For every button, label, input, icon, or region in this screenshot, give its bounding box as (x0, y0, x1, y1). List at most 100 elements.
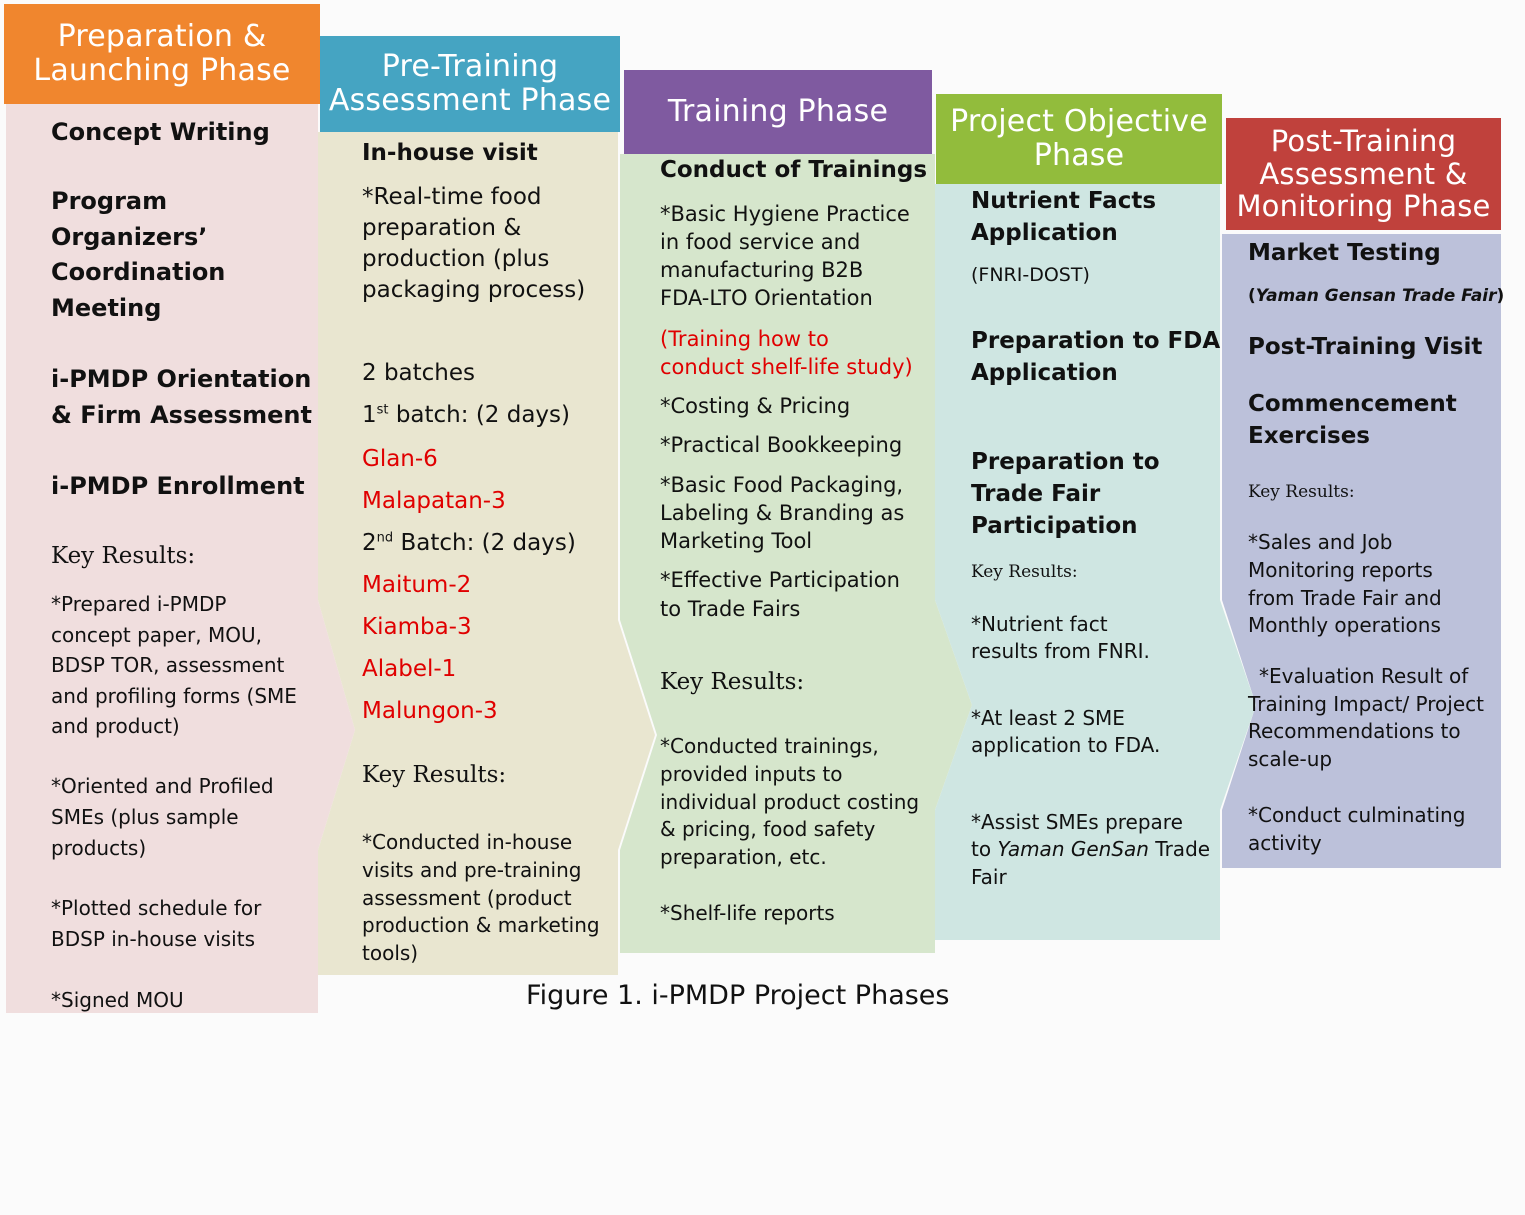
result-line: *Oriented and Profiled (51, 774, 274, 798)
result-line: individual product costing (660, 790, 920, 814)
result-line: application to FDA. (971, 733, 1161, 757)
header-line: Launching Phase (33, 53, 291, 88)
batch-duration: batch: (2 days) (388, 402, 570, 428)
trade-fair-preparation: Trade Fair (971, 481, 1101, 507)
second-batch: 2nd Batch: (2 days) (362, 530, 576, 556)
conduct-of-trainings: Conduct of Trainings (660, 157, 928, 183)
result-line: from Trade Fair and (1248, 586, 1442, 610)
ordinal: 1 (362, 402, 377, 428)
result-line: to Yaman GenSan Trade (971, 837, 1210, 861)
result-line: *Conducted in-house (362, 830, 573, 854)
text-part: to (971, 837, 998, 861)
program-organizers-line: Organizers’ (51, 223, 208, 251)
training-line: to Trade Fairs (660, 597, 801, 621)
training-line: Marketing Tool (660, 529, 813, 553)
orientation-line: i-PMDP Orientation (51, 365, 312, 393)
header-line: Preparation & (57, 19, 267, 55)
result-line: & pricing, food safety (660, 817, 876, 841)
paren: ( (1248, 286, 1256, 306)
result-line: production & marketing (362, 913, 600, 937)
location-alabel: Alabel-1 (362, 656, 457, 682)
commencement-exercises: Commencement (1248, 391, 1457, 417)
result-line: Monitoring reports (1248, 558, 1433, 582)
nutrient-facts: Application (971, 220, 1118, 246)
nutrient-facts: Nutrient Facts (971, 188, 1157, 214)
post-training-phase-header: Post-Training Assessment & Monitoring Ph… (1226, 118, 1501, 230)
enrollment: i-PMDP Enrollment (51, 472, 305, 500)
result-line: provided inputs to (660, 762, 843, 786)
trade-fair-name: Yaman Gensan Trade Fair (1255, 286, 1497, 306)
header-line: Monitoring Phase (1236, 189, 1491, 224)
result-line: *Signed MOU (51, 988, 184, 1012)
result-line: concept paper, MOU, (51, 623, 262, 647)
shelf-life-training: (Training how to (660, 327, 829, 351)
trade-fair-preparation: Participation (971, 513, 1138, 539)
training-body (620, 154, 972, 953)
figure-caption: Figure 1. i-PMDP Project Phases (526, 980, 950, 1011)
result-line: activity (1248, 831, 1322, 855)
training-line: *Effective Participation (660, 568, 900, 592)
location-malapatan: Malapatan-3 (362, 488, 506, 514)
first-batch: 1st batch: (2 days) (362, 402, 570, 428)
result-line: tools) (362, 941, 419, 965)
program-organizers-line: Program (51, 187, 168, 215)
result-line: *Sales and Job (1248, 530, 1393, 554)
result-line: BDSP TOR, assessment (51, 653, 285, 677)
project-objective-body (935, 184, 1256, 940)
training-line: Labeling & Branding as (660, 501, 905, 525)
activity-line: preparation & (362, 215, 522, 241)
key-results-label: Key Results: (660, 669, 805, 695)
location-glan: Glan-6 (362, 446, 438, 472)
market-testing: Market Testing (1248, 240, 1441, 266)
program-organizers-line: Meeting (51, 294, 162, 322)
result-line: *Prepared i-PMDP (51, 592, 227, 616)
trade-fair-note: (Yaman Gensan Trade Fair) (1248, 286, 1504, 306)
header-line: Post-Training (1270, 124, 1457, 159)
result-line: results from FNRI. (971, 639, 1150, 663)
training-line: manufacturing B2B (660, 258, 864, 282)
result-line: products) (51, 836, 147, 860)
concept-writing: Concept Writing (51, 118, 270, 146)
result-line: *Nutrient fact (971, 612, 1108, 636)
ordinal: 2 (362, 530, 377, 556)
header-line: Assessment Phase (328, 83, 612, 118)
training-line: *Practical Bookkeeping (660, 433, 903, 457)
activity-line: packaging process) (362, 277, 586, 303)
training-line: *Basic Hygiene Practice (660, 202, 910, 226)
trade-fair-preparation: Preparation to (971, 449, 1160, 475)
in-house-visit: In-house visit (362, 140, 538, 166)
batches-count: 2 batches (362, 360, 476, 386)
result-line: Recommendations to (1248, 719, 1461, 743)
fnri-dost: (FNRI-DOST) (971, 264, 1090, 286)
result-line: *Conduct culminating (1248, 803, 1466, 827)
paren: ) (1496, 286, 1505, 306)
result-line: visits and pre-training (362, 858, 582, 882)
commencement-exercises: Exercises (1248, 423, 1370, 449)
post-training-visit: Post-Training Visit (1248, 334, 1483, 360)
header-line: Assessment & (1259, 156, 1468, 191)
header-line: Phase (1033, 138, 1125, 173)
result-line: scale-up (1248, 747, 1333, 771)
training-line: *Basic Food Packaging, (660, 473, 904, 497)
result-line: *At least 2 SME (971, 706, 1125, 730)
fda-preparation: Preparation to FDA (971, 328, 1221, 354)
ordinal-suffix: st (376, 402, 389, 418)
result-line: *Plotted schedule for (51, 896, 262, 920)
result-line: assessment (product (362, 886, 572, 910)
key-results-label: Key Results: (362, 762, 507, 788)
result-line: preparation, etc. (660, 845, 827, 869)
preparation-body (6, 104, 355, 1013)
preparation-phase-header: Preparation & Launching Phase (4, 4, 320, 104)
result-line: Fair (971, 865, 1007, 889)
location-maitum: Maitum-2 (362, 572, 472, 598)
pre-training-phase-header: Pre-Training Assessment Phase (320, 36, 620, 132)
post-training-body (1222, 234, 1501, 868)
activity-line: production (plus (362, 246, 550, 272)
header-line: Pre-Training (381, 49, 559, 85)
activity-line: *Real-time food (362, 184, 542, 210)
batch-duration: Batch: (2 days) (393, 530, 576, 556)
result-line: *Assist SMEs prepare (971, 810, 1183, 834)
key-results-label: Key Results: (971, 562, 1078, 582)
training-line: in food service and (660, 230, 861, 254)
